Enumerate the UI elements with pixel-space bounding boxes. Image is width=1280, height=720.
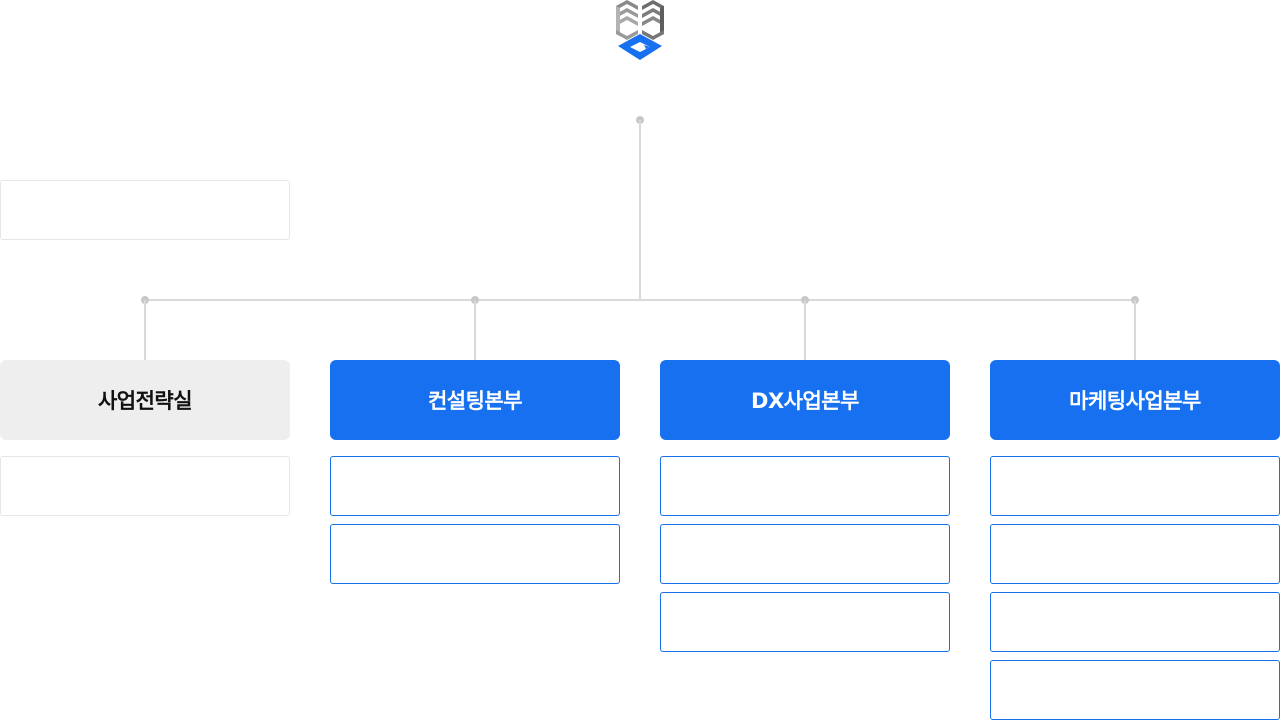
department-connector-line xyxy=(144,300,146,360)
team-box xyxy=(990,456,1280,516)
department-box: 마케팅사업본부 xyxy=(990,360,1280,440)
department-label: 사업전략실 xyxy=(97,389,193,413)
staff-box xyxy=(0,180,290,240)
department-label: DX사업본부 xyxy=(751,389,859,413)
department-connector-line xyxy=(1134,300,1136,360)
team-box xyxy=(330,456,620,516)
department-connector-line xyxy=(804,300,806,360)
team-box xyxy=(330,524,620,584)
department-connector-line xyxy=(474,300,476,360)
department-label: 마케팅사업본부 xyxy=(1069,389,1201,413)
root-connector-line xyxy=(639,120,641,301)
team-box xyxy=(990,592,1280,652)
team-box xyxy=(660,592,950,652)
department-box: 사업전략실 xyxy=(0,360,290,440)
department-box: DX사업본부 xyxy=(660,360,950,440)
department-label: 컨설팅본부 xyxy=(427,389,523,413)
team-box xyxy=(660,456,950,516)
team-box xyxy=(660,524,950,584)
team-box xyxy=(990,660,1280,720)
team-box xyxy=(990,524,1280,584)
team-box xyxy=(0,456,290,516)
department-box: 컨설팅본부 xyxy=(330,360,620,440)
horizontal-connector-line xyxy=(145,299,1135,301)
company-logo-icon xyxy=(614,0,666,62)
